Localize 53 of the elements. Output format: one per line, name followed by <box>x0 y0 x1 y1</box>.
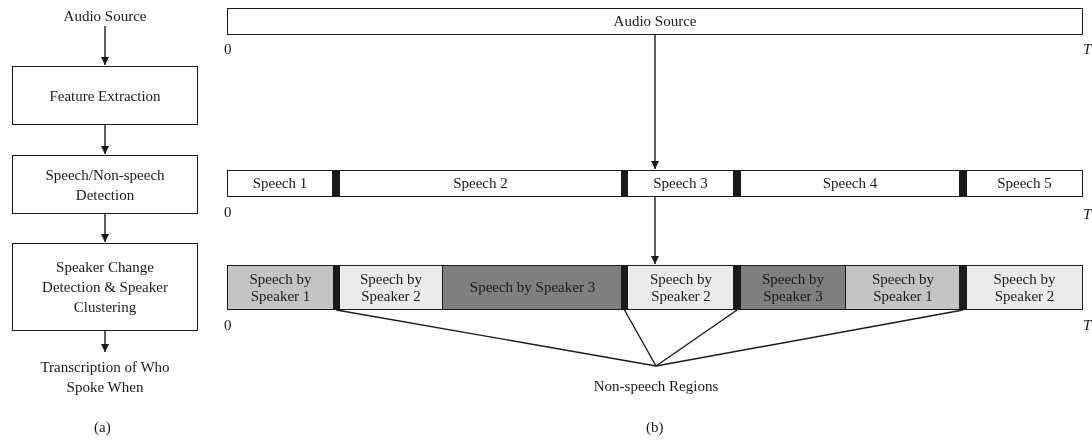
segment-label: Speech by Speaker 1 <box>870 270 936 305</box>
axis-label: 0 <box>224 40 232 58</box>
axis-label: 0 <box>224 203 232 221</box>
segment-label: Speech by Speaker 3 <box>469 279 596 296</box>
segment-label: Speech/Non-speech Detection <box>44 165 166 205</box>
segment-label: Speech by Speaker 2 <box>992 270 1057 305</box>
speech-segment <box>227 170 333 197</box>
arrow <box>651 196 659 265</box>
process-box <box>12 243 198 331</box>
speech-segment <box>442 265 623 310</box>
segment-label: Speech 2 <box>453 175 508 192</box>
speech-segment <box>845 265 961 310</box>
speech-segment <box>339 265 443 310</box>
axis-label: T <box>1083 40 1092 58</box>
segment-label: Speech by Speaker 2 <box>358 270 424 305</box>
speech-segment <box>627 170 734 197</box>
axis-label: (b) <box>646 418 664 436</box>
arrow <box>101 25 109 66</box>
speech-segment <box>227 265 334 310</box>
segment-label: Feature Extraction <box>49 86 161 106</box>
text-label: Audio Source <box>63 7 147 26</box>
speech-segment <box>627 265 735 310</box>
segment-label: Speech 4 <box>822 175 878 192</box>
text-label: Non-speech Regions <box>593 377 719 396</box>
segment-label: Speaker Change Detection & Speaker Clustering <box>41 258 169 317</box>
speech-segment <box>966 170 1083 197</box>
leader-line <box>623 309 657 367</box>
axis-label: T <box>1083 205 1092 223</box>
segment-label: Speech by Speaker 2 <box>648 270 714 305</box>
speech-segment <box>740 170 960 197</box>
speech-segment <box>966 265 1083 310</box>
axis-label: (a) <box>94 418 111 436</box>
arrow <box>101 330 109 353</box>
segment-label: Speech by Speaker 1 <box>248 270 313 305</box>
leader-line <box>655 309 738 367</box>
segment-label: Audio Source <box>613 13 697 30</box>
segment-label: Speech by Speaker 3 <box>760 270 826 305</box>
speech-segment <box>227 8 1083 35</box>
speech-segment <box>339 170 622 197</box>
speech-segment <box>740 265 846 310</box>
segment-label: Speech 1 <box>252 175 308 192</box>
axis-label: T <box>1083 316 1092 334</box>
text-label: Transcription of Who Spoke When <box>39 358 171 397</box>
segment-label: Speech 3 <box>653 175 708 192</box>
arrow <box>651 34 659 170</box>
leader-line <box>335 309 657 367</box>
arrow <box>101 213 109 243</box>
segment-label: Speech 5 <box>997 175 1052 192</box>
leader-line <box>655 309 964 367</box>
axis-label: 0 <box>224 316 232 334</box>
arrow <box>101 124 109 155</box>
process-box <box>12 155 198 214</box>
process-box <box>12 66 198 125</box>
